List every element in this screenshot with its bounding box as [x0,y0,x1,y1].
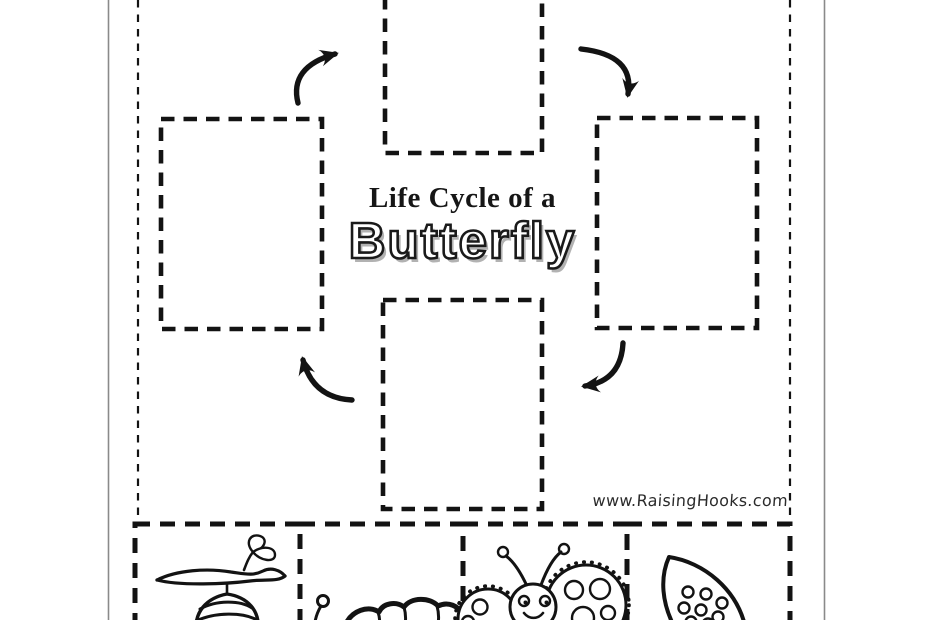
cycle-stage-boxes [158,0,760,512]
website-credit: www.RaisingHooks.com [591,491,789,510]
eggs-on-leaf-icon [661,555,746,620]
cut-guide-lines [136,0,792,524]
cutout-box-chrysalis [132,521,303,620]
title-line-2: Butterfly [347,212,577,270]
stage-box-top [382,0,545,156]
arrow-right-to-bottom [581,340,626,393]
stage-box-bottom [380,297,545,512]
stage-box-left [158,116,325,332]
arrow-bottom-to-left [298,356,355,403]
cutout-strip [132,521,793,620]
cycle-arrows [293,46,640,403]
page-edge-lines [107,0,826,620]
arrow-top-to-right [578,46,640,98]
caterpillar-icon [313,594,466,620]
cutout-box-caterpillar [297,521,466,620]
stage-box-right [594,115,760,331]
cutout-box-eggs [624,521,793,620]
title-line-1: Life Cycle of a [368,182,557,214]
butterfly-icon [453,542,631,620]
arrow-left-to-top [293,49,339,106]
chrysalis-icon [155,534,287,620]
cutout-box-butterfly [460,521,630,620]
worksheet-title: Life Cycle of a Butterfly [295,182,630,270]
